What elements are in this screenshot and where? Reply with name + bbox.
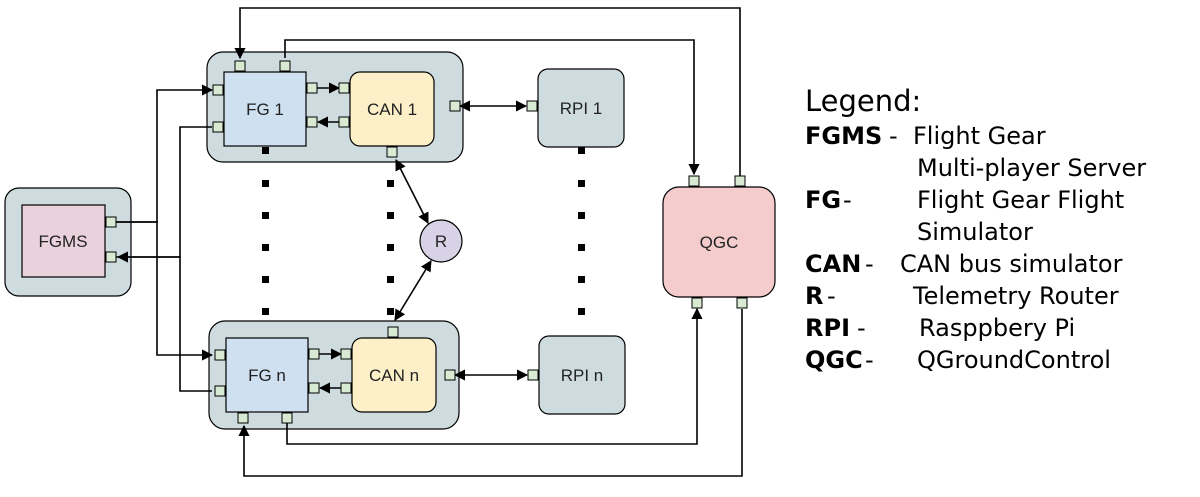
fgms-to-fgn [116, 221, 214, 361]
port [691, 297, 703, 309]
legend-key: FG [805, 186, 842, 214]
legend-row-rpi: RPI - Rasppbery Pi [805, 312, 1146, 344]
router-cann [394, 260, 432, 321]
fg1-node [223, 71, 307, 147]
legend-sep: - [889, 122, 898, 150]
legend-desc: Telemetry Router [913, 282, 1119, 310]
router-label: R [435, 232, 447, 251]
cann-label: CAN n [369, 366, 419, 385]
port [279, 60, 291, 72]
legend-key: QGC [805, 346, 863, 374]
legend-desc: Flight Gear [913, 122, 1046, 150]
legend-key: R [805, 282, 824, 310]
port [688, 175, 700, 187]
fgms-node [21, 204, 106, 278]
port [212, 121, 224, 133]
port [736, 297, 748, 309]
ports [105, 60, 748, 424]
port [234, 60, 246, 72]
port [308, 382, 320, 394]
can1-router [395, 159, 429, 224]
cann-node [351, 337, 437, 413]
legend-desc: Rasppbery Pi [919, 314, 1076, 342]
qgc-to-fg1 [234, 7, 741, 176]
legend-row-fgms: FGMS - Flight Gear [805, 120, 1146, 152]
legend-key: RPI [805, 314, 850, 342]
port [338, 116, 350, 128]
port [340, 382, 352, 394]
connections [116, 7, 743, 477]
legend-sep: - [827, 282, 836, 310]
legend-desc: Flight Gear Flight [917, 186, 1125, 214]
legend-sep: - [865, 346, 874, 374]
legend-title: Legend: [805, 84, 922, 118]
port [212, 84, 224, 96]
legend-row-fg: FG - Flight Gear Flight [805, 184, 1146, 216]
port [526, 100, 538, 112]
legend-desc: QGroundControl [917, 346, 1111, 374]
port [338, 82, 350, 94]
port [105, 251, 117, 263]
fgn-return [116, 251, 212, 392]
port [449, 100, 461, 112]
router-node [419, 219, 463, 263]
port [734, 175, 746, 187]
fg1-to-qgc [284, 39, 700, 176]
legend-continuation: Multi-player Server [917, 154, 1147, 182]
qgc-to-fgn [238, 309, 743, 477]
legend-key: FGMS [805, 122, 883, 150]
system-diagram: FGMS FG 1 CAN 1 RPI 1 FG n CAN n RPI n Q… [4, 7, 776, 477]
qgc-label: QGC [700, 233, 739, 252]
fgn-label: FG n [248, 366, 286, 385]
legend: Legend: FGMS - Flight Gear Multi-player … [805, 84, 1146, 376]
fgms-label: FGMS [38, 232, 87, 251]
port [214, 385, 226, 397]
port [306, 116, 318, 128]
legend-key: CAN [805, 250, 862, 278]
port [237, 412, 249, 424]
port [281, 412, 293, 424]
can1-node [349, 71, 435, 147]
legend-row-can: CAN - CAN bus simulator [805, 248, 1146, 280]
port [105, 216, 117, 228]
port [527, 369, 539, 381]
can1-label: CAN 1 [367, 100, 417, 119]
legend-sep: - [865, 250, 874, 278]
port [386, 146, 398, 158]
port [387, 326, 399, 338]
port [214, 349, 226, 361]
ellipsis-dots [262, 147, 585, 315]
fgn-node [225, 337, 309, 413]
rpin-label: RPI n [561, 366, 604, 385]
fgn-to-qgc [286, 307, 703, 445]
fg1-label: FG 1 [246, 100, 284, 119]
qgc-node [662, 186, 776, 298]
legend-desc: CAN bus simulator [900, 250, 1123, 278]
rpi1-label: RPI 1 [560, 99, 603, 118]
port [308, 348, 320, 360]
rpin-node [538, 335, 626, 415]
legend-row-qgc: QGC - QGroundControl [805, 344, 1146, 376]
legend-continuation: Simulator [917, 218, 1033, 246]
legend-sep: - [857, 314, 866, 342]
port [306, 82, 318, 94]
port [340, 348, 352, 360]
legend-row-r: R - Telemetry Router [805, 280, 1146, 312]
port [444, 369, 456, 381]
legend-sep: - [843, 186, 852, 214]
